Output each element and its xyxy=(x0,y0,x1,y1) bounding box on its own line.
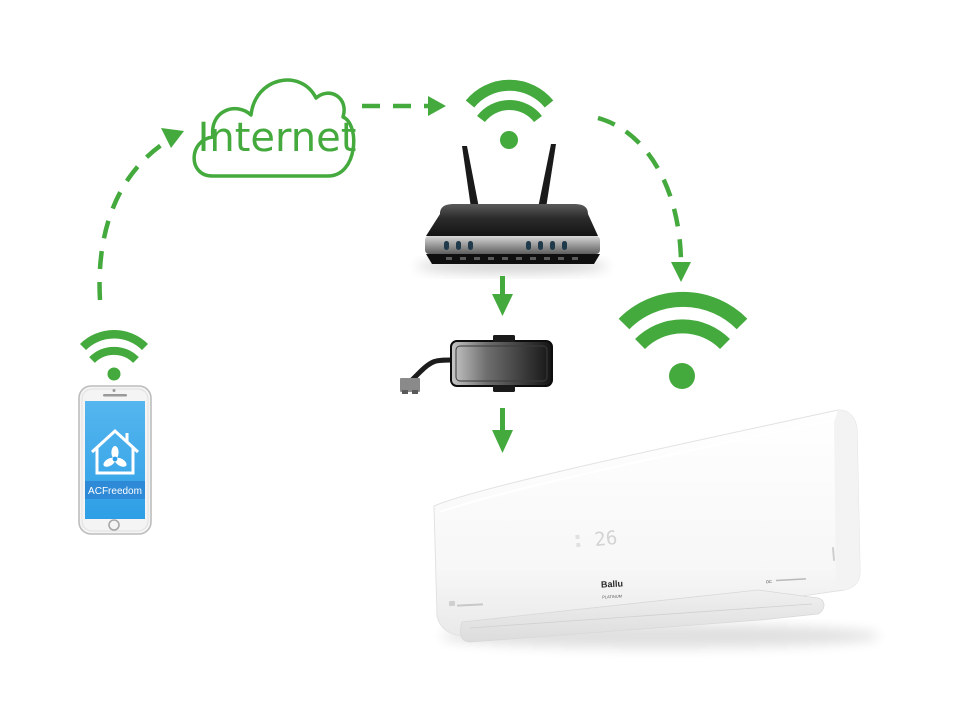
app-name: ACFreedom xyxy=(88,486,142,497)
internet-label: Internet xyxy=(198,115,357,161)
arrowhead-icon xyxy=(428,96,446,116)
arrow-adapter-to-ac xyxy=(492,408,513,453)
house-fan-icon xyxy=(90,428,140,475)
series-label: PLATINUM xyxy=(602,593,622,599)
wifi-icon xyxy=(80,330,148,381)
brand-logo: Ballu xyxy=(601,578,624,589)
arrow-router-to-adapter xyxy=(492,276,513,316)
app-label-band xyxy=(85,481,145,499)
wifi-icon xyxy=(618,291,748,389)
wifi-module-icon xyxy=(400,335,553,394)
link-internet-to-router xyxy=(362,96,446,116)
link-router-to-ac-wifi xyxy=(597,115,691,282)
air-conditioner: 26 Ballu PLATINUM DC xyxy=(433,409,880,648)
smartphone-icon: ACFreedom xyxy=(78,385,152,535)
router-icon xyxy=(416,144,608,273)
link-phone-to-internet xyxy=(97,128,184,301)
temperature-display: 26 xyxy=(593,527,618,551)
dashed-connector xyxy=(597,115,684,263)
cloud-icon: Internet xyxy=(192,78,357,178)
wifi-icon xyxy=(465,79,554,149)
inverter-badge: DC xyxy=(766,579,772,584)
arrowhead-icon xyxy=(671,262,691,282)
dashed-connector xyxy=(97,136,174,301)
arrowhead-icon xyxy=(161,128,184,148)
